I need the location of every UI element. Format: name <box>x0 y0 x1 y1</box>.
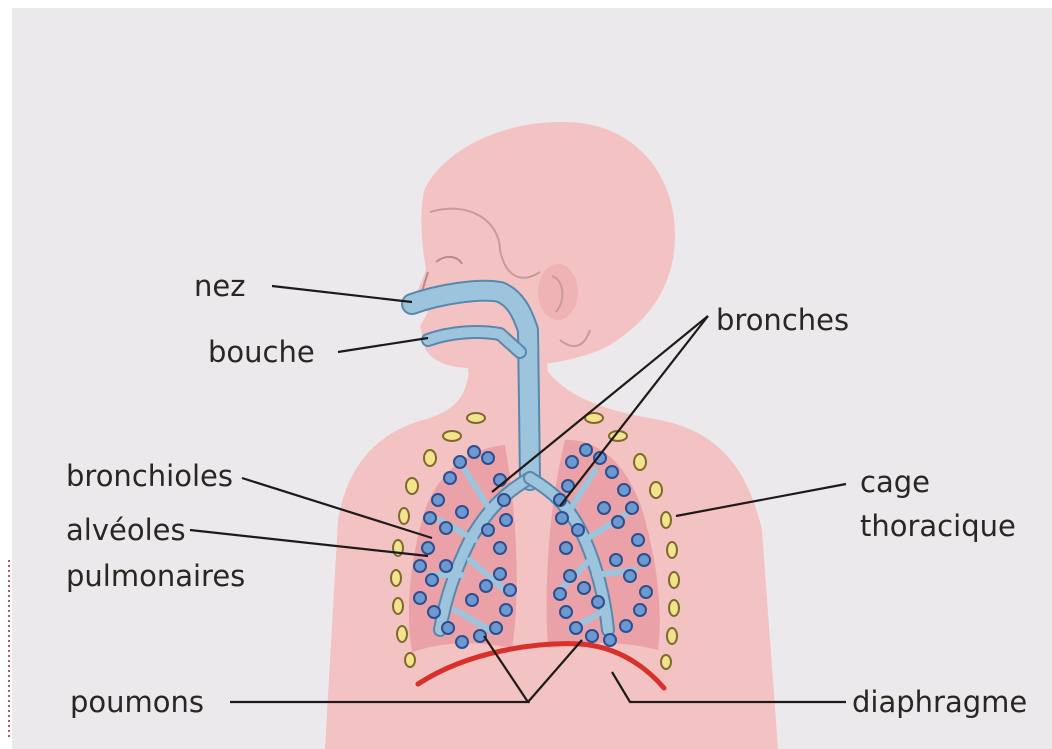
label-bronches: bronches <box>716 303 849 337</box>
label-nez: nez <box>194 269 245 303</box>
label-diaphragme: diaphragme <box>852 685 1027 719</box>
label-alveoles-line1: alvéoles <box>66 513 186 547</box>
label-cage-line2: thoracique <box>860 509 1016 543</box>
label-cage-line1: cage <box>860 465 930 499</box>
label-bronchioles: bronchioles <box>66 459 233 493</box>
ear <box>538 264 578 320</box>
label-alveoles-line2: pulmonaires <box>66 559 245 593</box>
label-bouche: bouche <box>208 335 315 369</box>
label-poumons: poumons <box>70 685 204 719</box>
